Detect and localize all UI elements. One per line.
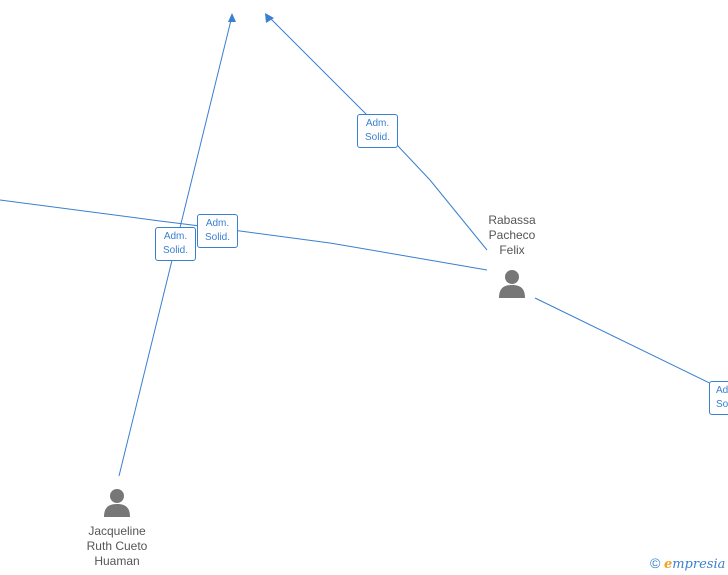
edge-rabassa-to-company [266,14,488,251]
person-name-line: Huaman [94,554,140,568]
person-name-line: Pacheco [488,228,536,242]
role-badge-adm-solid[interactable]: Adm. Solid. [197,214,238,248]
role-badge-line2: So [716,399,728,410]
role-badge-adm-solid[interactable]: Adm. Solid. [357,114,398,148]
person-icon [104,489,130,517]
role-badge-line2: Solid. [162,245,188,256]
person-icon [499,270,525,298]
person-name-line: Rabassa [488,213,536,227]
role-badge-line2: Solid. [364,132,390,143]
person-name: Rabassa Pacheco Felix [476,213,548,258]
edge-rabassa-to-right [534,297,728,393]
role-badge-adm-solid-partial[interactable]: Adm So [709,381,728,415]
person-node-rabassa[interactable]: Rabassa Pacheco Felix [476,213,548,299]
logo-initial: e [663,557,673,572]
role-badge-line2: Solid. [204,232,230,243]
arrowhead-company-a [228,13,236,22]
role-badge-line1: Adm [716,385,728,396]
role-badge-adm-solid[interactable]: Adm. Solid. [155,227,196,261]
person-name-line: Felix [499,243,525,257]
arrowhead-company-b [265,13,274,23]
person-name-line: Jacqueline [88,524,146,538]
person-name-line: Ruth Cueto [86,539,148,553]
person-name: Jacqueline Ruth Cueto Huaman [72,524,162,569]
role-badge-line1: Adm. [205,218,230,229]
copyright-symbol: © [650,555,661,571]
role-badge-line1: Adm. [163,231,188,242]
person-node-jacqueline[interactable]: Jacqueline Ruth Cueto Huaman [72,488,162,569]
brand-watermark: © empresia [650,555,725,573]
edge-rabassa-to-left [0,199,488,271]
logo-text: mpresia [672,557,726,572]
role-badge-line1: Adm. [365,118,390,129]
